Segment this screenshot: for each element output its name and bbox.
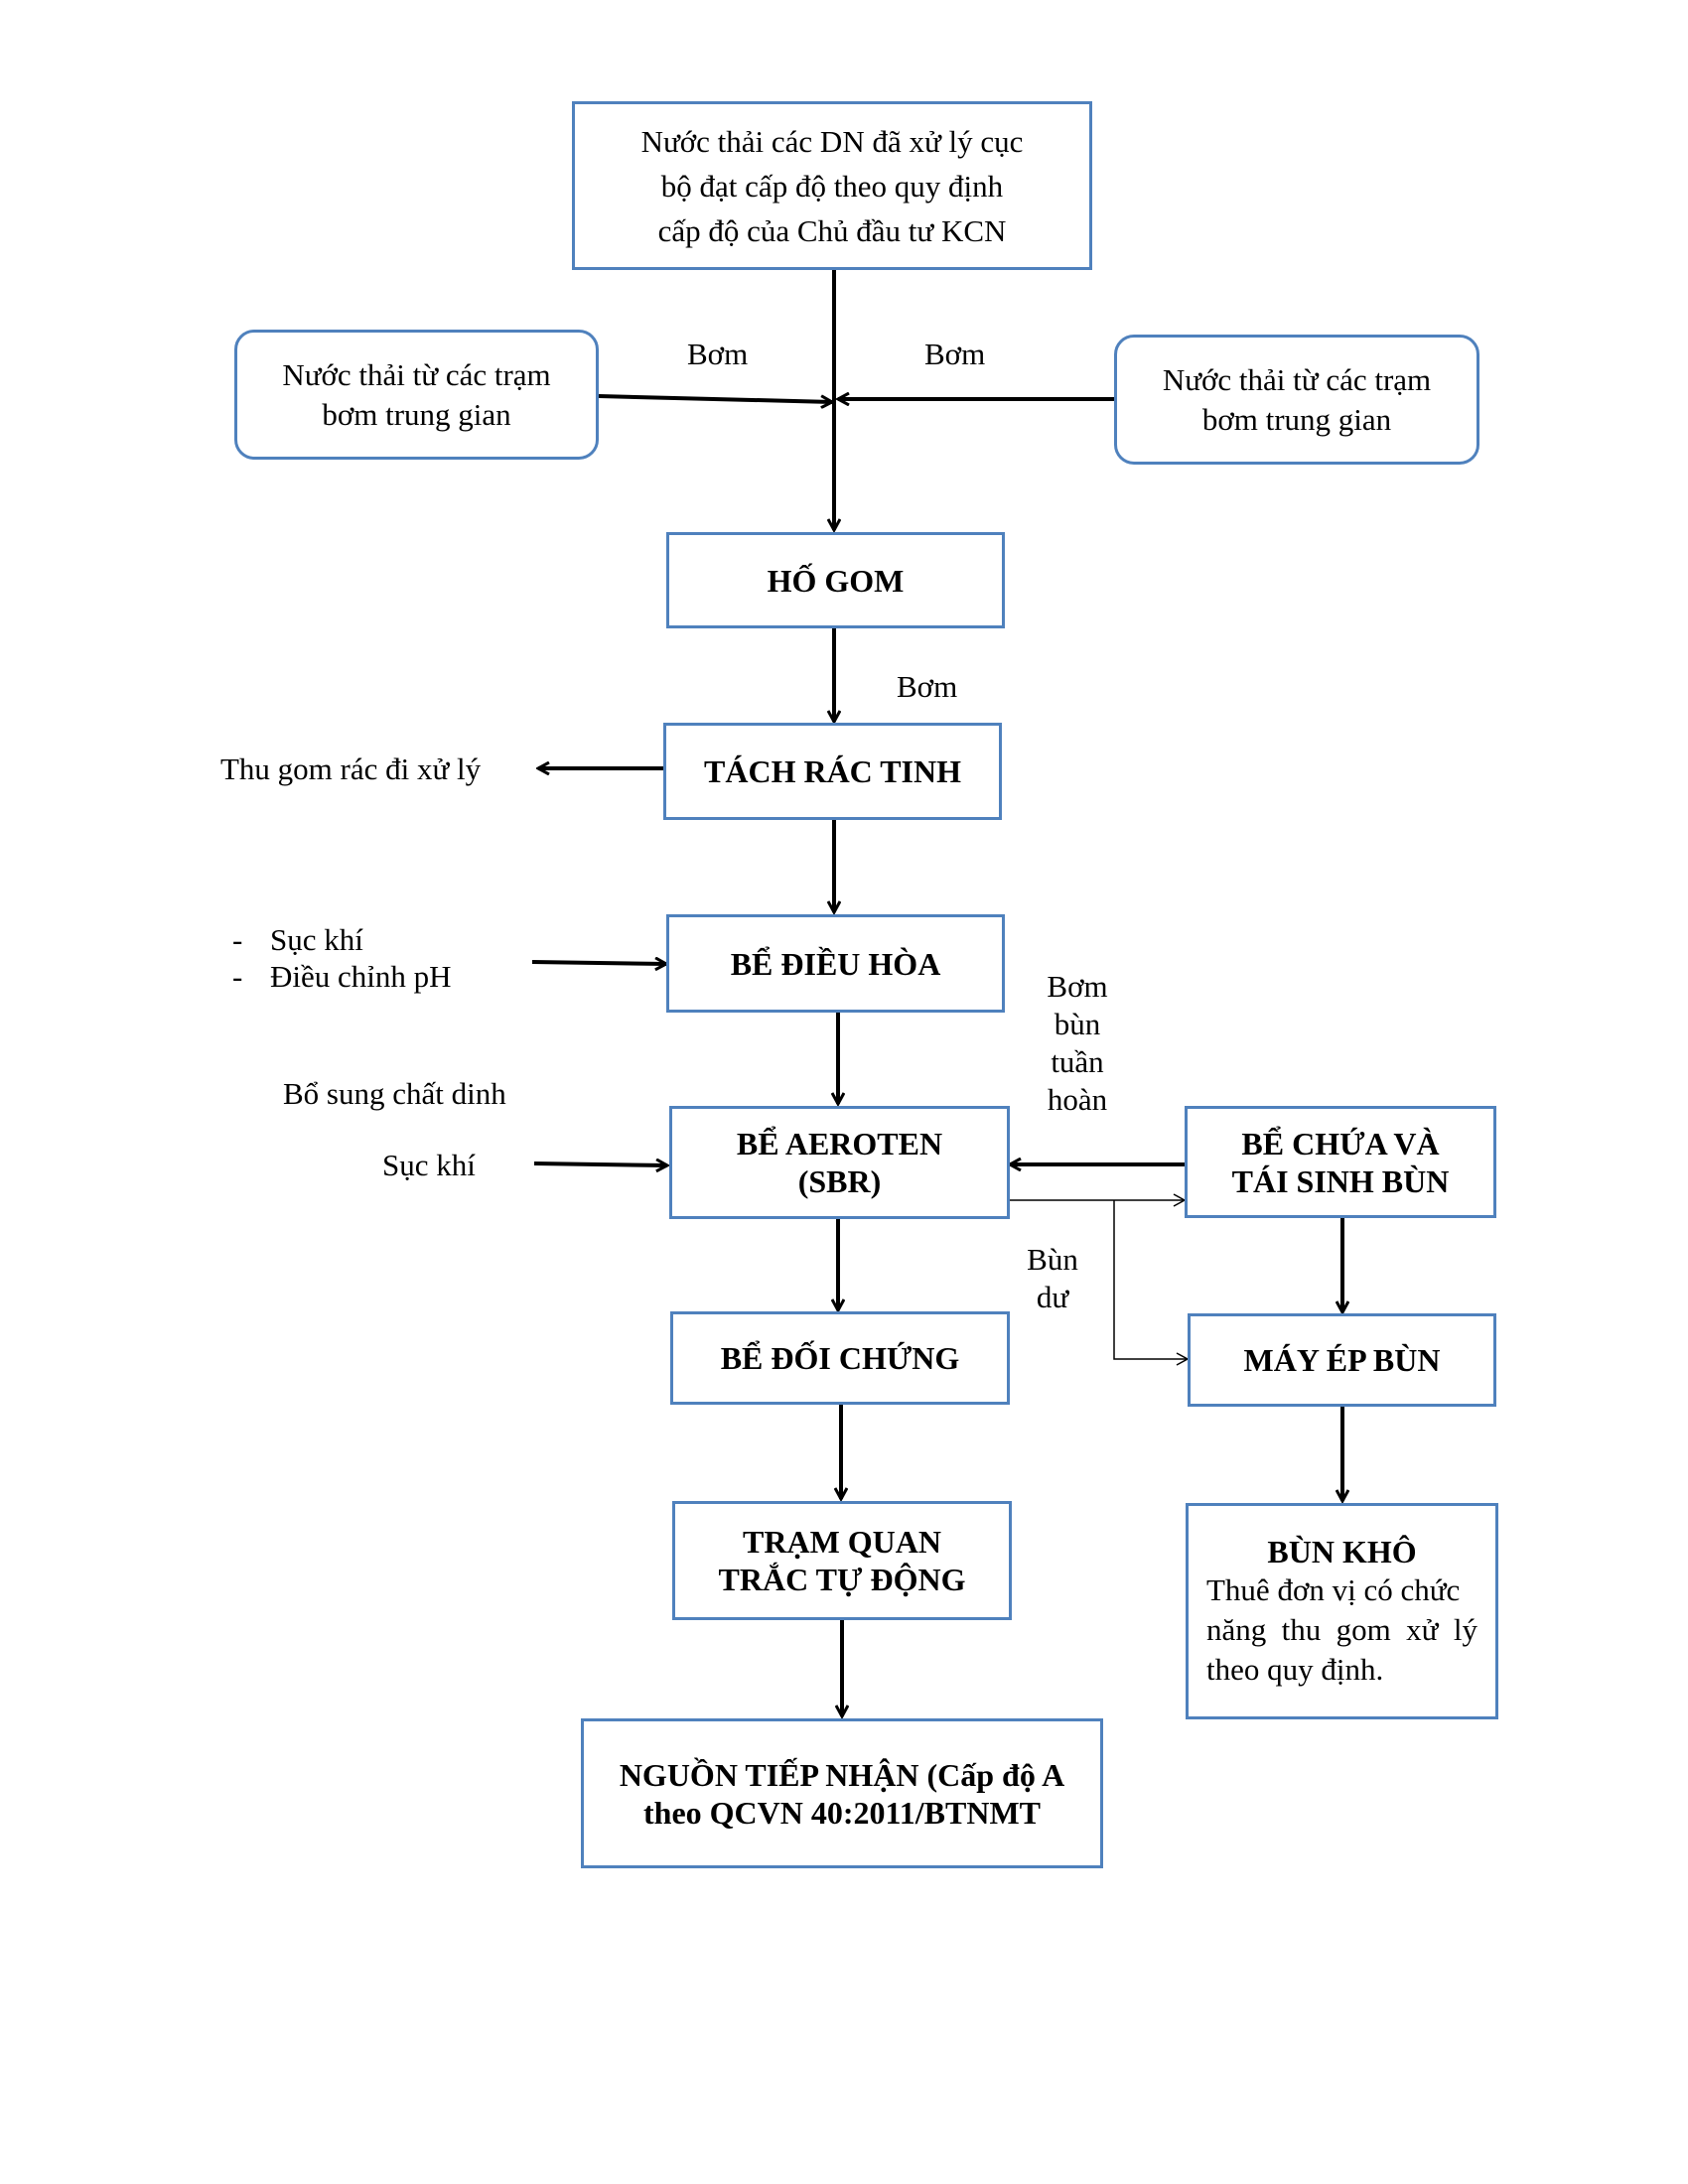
pump-station-right-box: Nước thải từ các trạm bơm trung gian: [1114, 335, 1479, 465]
bun-kho-line-1: Thuê đơn vị có chức: [1206, 1572, 1461, 1607]
excess-sludge-label: Bùn dư: [1018, 1241, 1087, 1316]
quan-trac-line-1: TRẠM QUAN: [743, 1524, 941, 1560]
arrow-pump-left-to-junction: [598, 394, 832, 402]
pump-label-ho-gom: Bơm: [897, 669, 958, 704]
tach-rac-label: TÁCH RÁC TINH: [704, 753, 961, 789]
arrow-aeration-to-dieu-hoa: [531, 962, 666, 964]
ho-gom-label: HỐ GOM: [767, 562, 905, 599]
chua-bun-box: BỂ CHỨA VÀ TÁI SINH BÙN: [1185, 1106, 1496, 1218]
quan-trac-line-2: TRẮC TỰ ĐỘNG: [718, 1562, 966, 1597]
chua-bun-line-1: BỂ CHỨA VÀ: [1241, 1125, 1440, 1161]
dieu-hoa-box: BỂ ĐIỀU HÒA: [666, 914, 1005, 1013]
sludge-recycle-line-3: tuần: [1051, 1044, 1104, 1079]
bun-kho-title: BÙN KHÔ: [1267, 1534, 1417, 1570]
sludge-recycle-line-2: bùn: [1054, 1007, 1101, 1041]
quan-trac-box: TRẠM QUAN TRẮC TỰ ĐỘNG: [672, 1501, 1012, 1620]
pump-right-line-2: bơm trung gian: [1201, 401, 1392, 437]
doi-chung-label: BỂ ĐỐI CHỨNG: [720, 1340, 960, 1376]
dieu-hoa-input-1-text: Sục khí: [270, 922, 363, 957]
aeroten-box: BỂ AEROTEN (SBR): [669, 1106, 1010, 1219]
source-line-1: Nước thải các DN đã xử lý cục: [640, 123, 1024, 159]
aeroten-line-1: BỂ AEROTEN: [736, 1126, 943, 1161]
bun-kho-box: BÙN KHÔ Thuê đơn vị có chức năng thu gom…: [1186, 1503, 1498, 1719]
may-ep-bun-box: MÁY ÉP BÙN: [1188, 1313, 1496, 1407]
bun-kho-line-2: năng thu gom xử lý: [1206, 1612, 1477, 1647]
ho-gom-box: HỐ GOM: [666, 532, 1005, 628]
sludge-recycle-line-1: Bơm: [1047, 969, 1108, 1004]
aeration-label: Sục khí: [382, 1148, 476, 1182]
tach-rac-box: TÁCH RÁC TINH: [663, 723, 1002, 820]
pump-right-line-1: Nước thải từ các trạm: [1162, 361, 1432, 397]
nguon-tiep-nhan-box: NGUỒN TIẾP NHẬN (Cấp độ A theo QCVN 40:2…: [581, 1718, 1103, 1868]
nguon-line-1: NGUỒN TIẾP NHẬN (Cấp độ A: [619, 1756, 1065, 1793]
rubbish-collection-label: Thu gom rác đi xử lý: [220, 751, 482, 786]
may-ep-label: MÁY ÉP BÙN: [1243, 1342, 1441, 1378]
arrow-bun-du-to-may-ep: [1113, 1200, 1190, 1366]
dieu-hoa-input-2: -Điều chỉnh pH: [232, 958, 452, 996]
dieu-hoa-input-1: -Sục khí: [232, 921, 363, 959]
chua-bun-line-2: TÁI SINH BÙN: [1231, 1162, 1450, 1199]
source-line-3: cấp độ của Chủ đầu tư KCN: [657, 212, 1007, 248]
bun-kho-line-3: theo quy định.: [1206, 1652, 1384, 1687]
excess-sludge-line-2: dư: [1036, 1280, 1069, 1314]
pump-label-left: Bơm: [687, 337, 749, 371]
pump-station-left-box: Nước thải từ các trạm bơm trung gian: [234, 330, 599, 460]
sludge-recycle-line-4: hoàn: [1047, 1082, 1108, 1117]
excess-sludge-line-1: Bùn: [1027, 1242, 1078, 1277]
sludge-recycle-label: Bơm bùn tuần hoàn: [1043, 968, 1112, 1119]
bullet-dash-1: -: [232, 922, 243, 957]
source-line-2: bộ đạt cấp độ theo quy định: [660, 168, 1004, 204]
aeroten-line-2: (SBR): [797, 1163, 882, 1199]
nguon-line-2: theo QCVN 40:2011/BTNMT: [643, 1794, 1041, 1831]
pump-left-line-2: bơm trung gian: [322, 396, 511, 432]
dieu-hoa-label: BỂ ĐIỀU HÒA: [730, 945, 941, 982]
dieu-hoa-input-2-text: Điều chỉnh pH: [270, 959, 452, 994]
bullet-dash-2: -: [232, 959, 243, 994]
nutrient-supplement-label: Bổ sung chất dinh: [283, 1076, 506, 1111]
arrow-suc-khi-to-aeroten: [533, 1163, 667, 1165]
source-wastewater-box: Nước thải các DN đã xử lý cục bộ đạt cấp…: [572, 101, 1092, 270]
doi-chung-box: BỂ ĐỐI CHỨNG: [670, 1311, 1010, 1405]
pump-label-right: Bơm: [924, 337, 986, 371]
pump-left-line-1: Nước thải từ các trạm: [282, 356, 551, 392]
